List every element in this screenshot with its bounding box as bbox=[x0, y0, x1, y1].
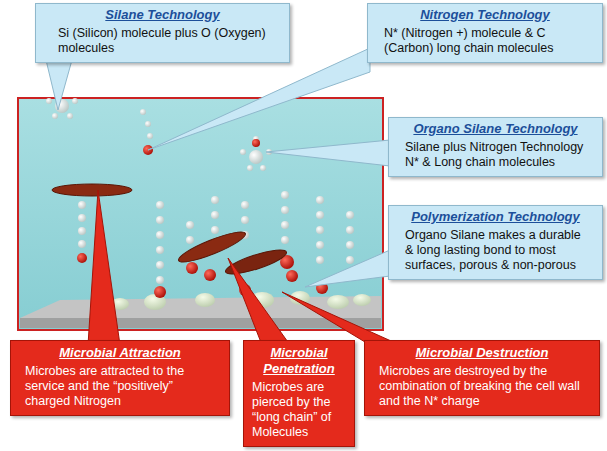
tank bbox=[18, 98, 383, 330]
microbial-box: Microbial AttractionMicrobes are attract… bbox=[10, 340, 230, 416]
box-heading: Silane Technology bbox=[46, 7, 279, 23]
box-heading: Nitrogen Technology bbox=[378, 7, 592, 23]
box-heading: Microbial Destruction bbox=[373, 345, 591, 361]
microbial-box: Microbial DestructionMicrobes are destro… bbox=[364, 340, 600, 416]
callout-pointers bbox=[46, 48, 400, 345]
box-body: Silane plus Nitrogen Technology N* & Lon… bbox=[399, 140, 592, 170]
box-body: Microbes are pierced by the “long chain”… bbox=[252, 380, 346, 440]
technology-callout: Nitrogen Technology N* (Nitrogen +) molec… bbox=[367, 3, 603, 63]
technology-callout: Polymerization TechnologyOrgano Silane m… bbox=[388, 205, 603, 280]
microbial-box: Microbial PenetrationMicrobes are pierce… bbox=[243, 340, 355, 447]
box-heading: Organo Silane Technology bbox=[399, 121, 592, 137]
technology-callout: Organo Silane TechnologySilane plus Nitr… bbox=[388, 117, 603, 177]
box-heading: Polymerization Technology bbox=[399, 209, 592, 225]
box-body: Organo Silane makes a durable & long las… bbox=[399, 228, 592, 273]
technology-callout: Silane Technology Si (Silicon) molecule p… bbox=[35, 3, 290, 63]
box-body: Si (Silicon) molecule plus O (Oxygen) mo… bbox=[46, 26, 279, 56]
box-heading: Microbial Attraction bbox=[19, 345, 221, 361]
box-body: Microbes are attracted to the service an… bbox=[19, 364, 221, 409]
box-body: N* (Nitrogen +) molecule & C (Carbon) lo… bbox=[378, 26, 592, 56]
red-molecules bbox=[77, 139, 358, 298]
microbe-discs bbox=[52, 184, 289, 279]
box-body: Microbes are destroyed by the combinatio… bbox=[373, 364, 591, 409]
box-heading: Microbial Penetration bbox=[252, 345, 346, 377]
